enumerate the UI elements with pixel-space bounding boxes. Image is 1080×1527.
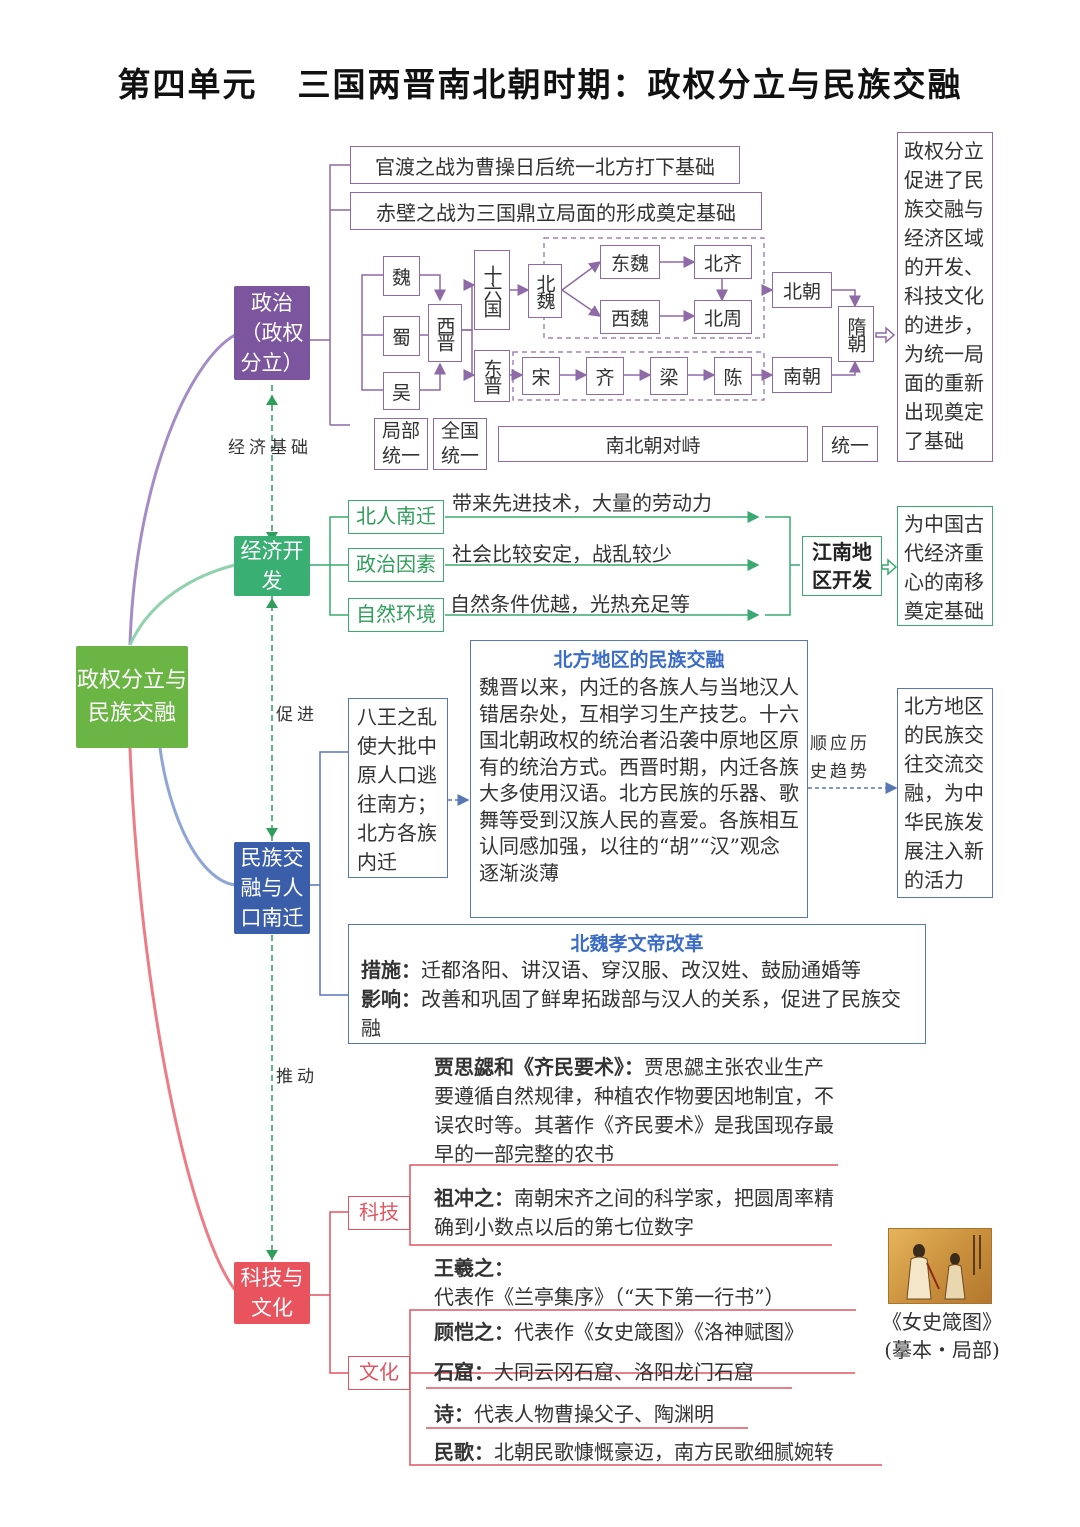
sixteen-kingdoms: 十六国 (474, 250, 510, 330)
southern-dynasties: 南朝 (772, 357, 832, 393)
folk-song-text: 北朝民歌慷慨豪迈，南方民歌细腻婉转 (494, 1440, 834, 1464)
grottoes-name: 石窟： (434, 1360, 494, 1384)
north-ethnic-body: 魏晋以来，内迁的各族人与当地汉人错居杂处，互相学习生产技艺。十六国北朝政权的统治… (479, 675, 799, 885)
dynasty-dongwei: 东魏 (600, 245, 660, 279)
factor-environment-desc: 自然条件优越，光热充足等 (450, 592, 690, 616)
measures-label: 措施： (361, 958, 421, 982)
unification: 统一 (822, 426, 878, 462)
dynasty-beiqi: 北齐 (694, 245, 752, 279)
factor-migration: 北人南迁 (348, 500, 444, 534)
xiaowen-reform-box: 北魏孝文帝改革 措施：迁都洛阳、讲汉语、穿汉服、改汉姓、鼓励通婚等 影响：改善和… (348, 924, 926, 1044)
factor-migration-desc: 带来先进技术，大量的劳动力 (452, 491, 712, 515)
admonitions-painting (888, 1228, 992, 1304)
painting-caption: 《女史箴图》 (882, 1310, 1002, 1334)
folk-song-name: 民歌： (434, 1440, 494, 1464)
label-economic-basis: 经济基础 (228, 438, 312, 458)
category-culture: 科技与文化 (234, 1262, 310, 1324)
reform-title: 北魏孝文帝改革 (570, 933, 704, 955)
factor-politics-desc: 社会比较安定，战乱较少 (452, 542, 672, 566)
page-title: 第四单元三国两晋南北朝时期：政权分立与民族交融 (0, 58, 1080, 106)
impact-label: 影响： (361, 987, 421, 1011)
category-arts: 文化 (348, 1356, 410, 1390)
dynasty-song: 宋 (522, 357, 560, 395)
national-unification: 全国统一 (433, 418, 487, 470)
category-economy: 经济开发 (234, 536, 310, 596)
poetry-name: 诗： (434, 1402, 474, 1426)
jia-sixie-text: 贾思勰主张农业生产要遵循自然规律，种植农作物要因地制宜，不误农时等。其著作《齐民… (434, 1055, 834, 1166)
politics-result: 政权分立促进了民族交融与经济区域的开发、科技文化的进步，为统一局面的重新出现奠定… (897, 132, 993, 462)
unit-label: 第四单元 (117, 65, 258, 104)
northern-dynasties: 北朝 (772, 272, 832, 308)
zu-chongzhi-entry: 祖冲之：南朝宋齐之间的科学家，把圆周率精确到小数点以后的第七位数字 (434, 1184, 838, 1242)
label-drive: 推动 (276, 1067, 318, 1087)
gu-kaizhi-text: 代表作《女史箴图》《洛神赋图》 (514, 1320, 804, 1344)
population-migration: 八王之乱使大批中原人口逃往南方；北方各族内迁 (348, 698, 448, 878)
zu-chongzhi-text: 南朝宋齐之间的科学家，把圆周率精确到小数点以后的第七位数字 (434, 1186, 834, 1239)
category-ethnic: 民族交融与人口南迁 (234, 842, 310, 934)
gu-kaizhi-name: 顾恺之： (434, 1320, 514, 1344)
chibi-battle: 赤壁之战为三国鼎立局面的形成奠定基础 (350, 192, 762, 230)
dynasty-xiwei: 西魏 (600, 300, 660, 334)
kingdom-shu: 蜀 (383, 316, 420, 356)
unit-title: 三国两晋南北朝时期：政权分立与民族交融 (297, 65, 963, 104)
economy-result: 为中国古代经济重心的南移奠定基础 (897, 506, 993, 626)
ethnic-result: 北方地区的民族交往交流交融，为中华民族发展注入新的活力 (897, 688, 993, 898)
measures-text: 迁都洛阳、讲汉语、穿汉服、改汉姓、鼓励通婚等 (421, 958, 861, 982)
partial-unification: 局部统一 (374, 418, 428, 470)
jia-sixie-entry: 贾思勰和《齐民要术》：贾思勰主张农业生产要遵循自然规律，种植农作物要因地制宜，不… (434, 1053, 842, 1169)
dynasty-sui: 隋朝 (838, 306, 874, 362)
impact-text: 改善和巩固了鲜卑拓跋部与汉人的关系，促进了民族交融 (361, 987, 901, 1040)
north-south-confrontation: 南北朝对峙 (498, 426, 808, 462)
wang-xizhi-text: 代表作《兰亭集序》（“天下第一行书”） (434, 1285, 785, 1309)
dynasty-qi: 齐 (586, 357, 624, 395)
jia-sixie-name: 贾思勰和《齐民要术》： (434, 1055, 644, 1079)
center-node: 政权分立与民族交融 (76, 646, 188, 748)
historical-trend: 顺应历史趋势 (810, 734, 870, 782)
guandu-battle: 官渡之战为曹操日后统一北方打下基础 (350, 146, 740, 184)
folk-song-entry: 民歌：北朝民歌慷慨豪迈，南方民歌细腻婉转 (434, 1438, 834, 1467)
north-ethnic-title: 北方地区的民族交融 (553, 649, 725, 671)
dynasty-liang: 梁 (650, 357, 688, 395)
dynasty-dongjin: 东晋 (474, 350, 510, 402)
jiangnan-development: 江南地区开发 (802, 536, 882, 596)
category-tech: 科技 (348, 1196, 410, 1230)
factor-environment: 自然环境 (348, 598, 444, 632)
kingdom-wu: 吴 (383, 372, 420, 410)
wang-xizhi-entry: 王羲之： 代表作《兰亭集序》（“天下第一行书”） (434, 1254, 860, 1312)
gu-kaizhi-entry: 顾恺之：代表作《女史箴图》《洛神赋图》 (434, 1318, 804, 1347)
wang-xizhi-name: 王羲之： (434, 1256, 514, 1280)
zu-chongzhi-name: 祖冲之： (434, 1186, 514, 1210)
poetry-text: 代表人物曹操父子、陶渊明 (474, 1402, 714, 1426)
north-ethnic-box: 北方地区的民族交融 魏晋以来，内迁的各族人与当地汉人错居杂处，互相学习生产技艺。… (470, 640, 808, 918)
dynasty-beiwei: 北魏 (528, 264, 562, 318)
category-politics: 政治（政权分立） (234, 286, 310, 380)
dynasty-xijin: 西晋 (428, 304, 462, 362)
grottoes-entry: 石窟：大同云冈石窟、洛阳龙门石窟 (434, 1358, 754, 1387)
dynasty-chen: 陈 (714, 357, 752, 395)
grottoes-text: 大同云冈石窟、洛阳龙门石窟 (494, 1360, 754, 1384)
dynasty-beizhou: 北周 (694, 300, 752, 334)
factor-politics: 政治因素 (348, 548, 444, 582)
label-promote: 促进 (276, 705, 318, 725)
kingdom-wei: 魏 (383, 256, 420, 296)
painting-caption-note: (摹本・局部) (884, 1338, 1000, 1362)
poetry-entry: 诗：代表人物曹操父子、陶渊明 (434, 1400, 714, 1429)
